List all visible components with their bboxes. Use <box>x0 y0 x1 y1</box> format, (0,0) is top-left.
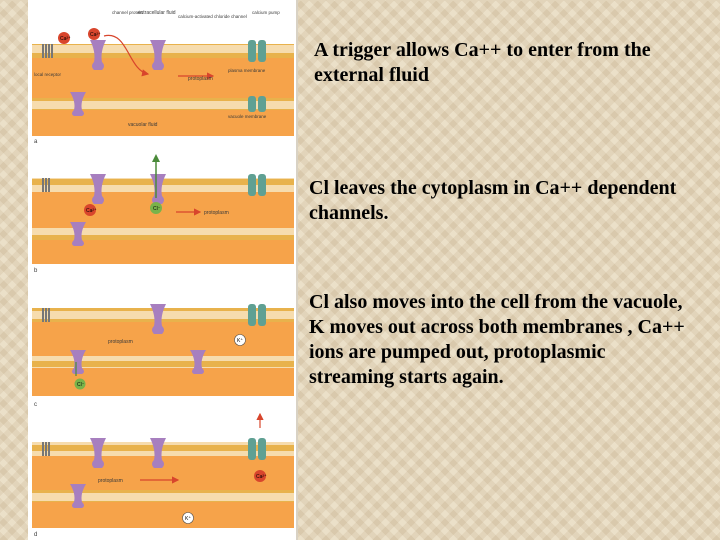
calcium-pump-icon <box>248 40 266 112</box>
k-ion-label: K⁺ <box>237 338 243 344</box>
ca-ion-icon <box>84 204 96 216</box>
cl-ion-label: Cl⁻ <box>77 382 85 388</box>
ca-ion-label: Ca²⁺ <box>256 474 267 480</box>
step-2-text: Cl leaves the cytoplasm in Ca++ dependen… <box>309 177 677 224</box>
calcium-pump-icon <box>248 438 266 460</box>
protoplasm-label: protoplasm <box>188 76 213 82</box>
k-channel-icon <box>190 350 206 374</box>
receptor-icon <box>42 44 53 58</box>
cl-ion-icon <box>150 202 162 214</box>
ca-flow-arrow <box>103 34 150 77</box>
channel-protein-icon <box>150 304 166 334</box>
channel-protein-icon <box>90 174 106 204</box>
panel-a: Ca²⁺ Ca²⁺ extracellular fluid channel pr… <box>32 8 294 145</box>
channel-protein-icon <box>90 438 106 468</box>
chloride-channel-label: calcium-activated chloride channel <box>178 14 247 19</box>
vacuole-membrane <box>32 98 294 110</box>
protoplasm-label: protoplasm <box>204 210 229 216</box>
protoplasm-label: protoplasm <box>98 478 123 484</box>
receptor-icon <box>42 442 50 456</box>
receptor-icon <box>42 178 50 192</box>
ca-ion-icon <box>88 28 100 40</box>
panel-b: Ca²⁺ Cl⁻ protoplasm b <box>32 150 294 274</box>
ca-ion-label: Ca²⁺ <box>60 36 71 42</box>
membrane-figure: Ca²⁺ Ca²⁺ extracellular fluid channel pr… <box>28 0 298 540</box>
calcium-pump-label: calcium pump <box>252 10 280 15</box>
chloride-channel-icon <box>150 40 166 70</box>
calcium-pump-icon <box>248 304 266 326</box>
protoplasm-label: protoplasm <box>108 339 133 345</box>
ca-ion-icon <box>254 470 266 482</box>
panel-letter: b <box>34 268 38 274</box>
calcium-pump-icon <box>248 174 266 196</box>
ca-ion-label: Ca²⁺ <box>90 32 101 38</box>
ca-ion-label: Ca²⁺ <box>86 208 97 214</box>
panel-letter: a <box>34 139 38 145</box>
vacuole-channel-icon <box>70 222 86 246</box>
panel-letter: c <box>34 402 37 408</box>
panel-d: Ca²⁺ K⁺ protoplasm d <box>32 412 294 538</box>
panel-letter: d <box>34 532 37 538</box>
k-ion-label: K⁺ <box>185 516 191 522</box>
channel-protein-icon <box>90 40 106 70</box>
vacuole-membrane-label: vacuole membrane <box>228 114 267 119</box>
cl-ion-icon <box>74 378 86 390</box>
step-3-text: Cl also moves into the cell from the vac… <box>309 291 685 388</box>
extracellular-fluid-label: extracellular fluid <box>138 10 176 16</box>
local-receptor-label: local receptor <box>34 72 62 77</box>
step-1-text: A trigger allows Ca++ to enter from the … <box>314 39 651 86</box>
vacuole-channel-icon <box>70 92 86 116</box>
channel-protein-label: channel protein <box>112 10 143 15</box>
ca-ion-icon <box>58 32 70 44</box>
vacuole-channel-icon <box>70 484 86 508</box>
k-ion-icon <box>234 334 246 346</box>
plasma-membrane-label: plasma membrane <box>228 68 266 73</box>
chloride-channel-icon <box>150 438 166 468</box>
cl-ion-label: Cl⁻ <box>153 206 161 212</box>
k-ion-icon <box>182 512 194 524</box>
vacuolar-fluid-label: vacuolar fluid <box>128 122 158 128</box>
receptor-icon <box>42 308 50 322</box>
panel-c: Cl⁻ K⁺ protoplasm c <box>32 280 294 408</box>
chloride-channel-icon <box>150 174 166 204</box>
vacuole-channel-icon <box>70 350 86 374</box>
